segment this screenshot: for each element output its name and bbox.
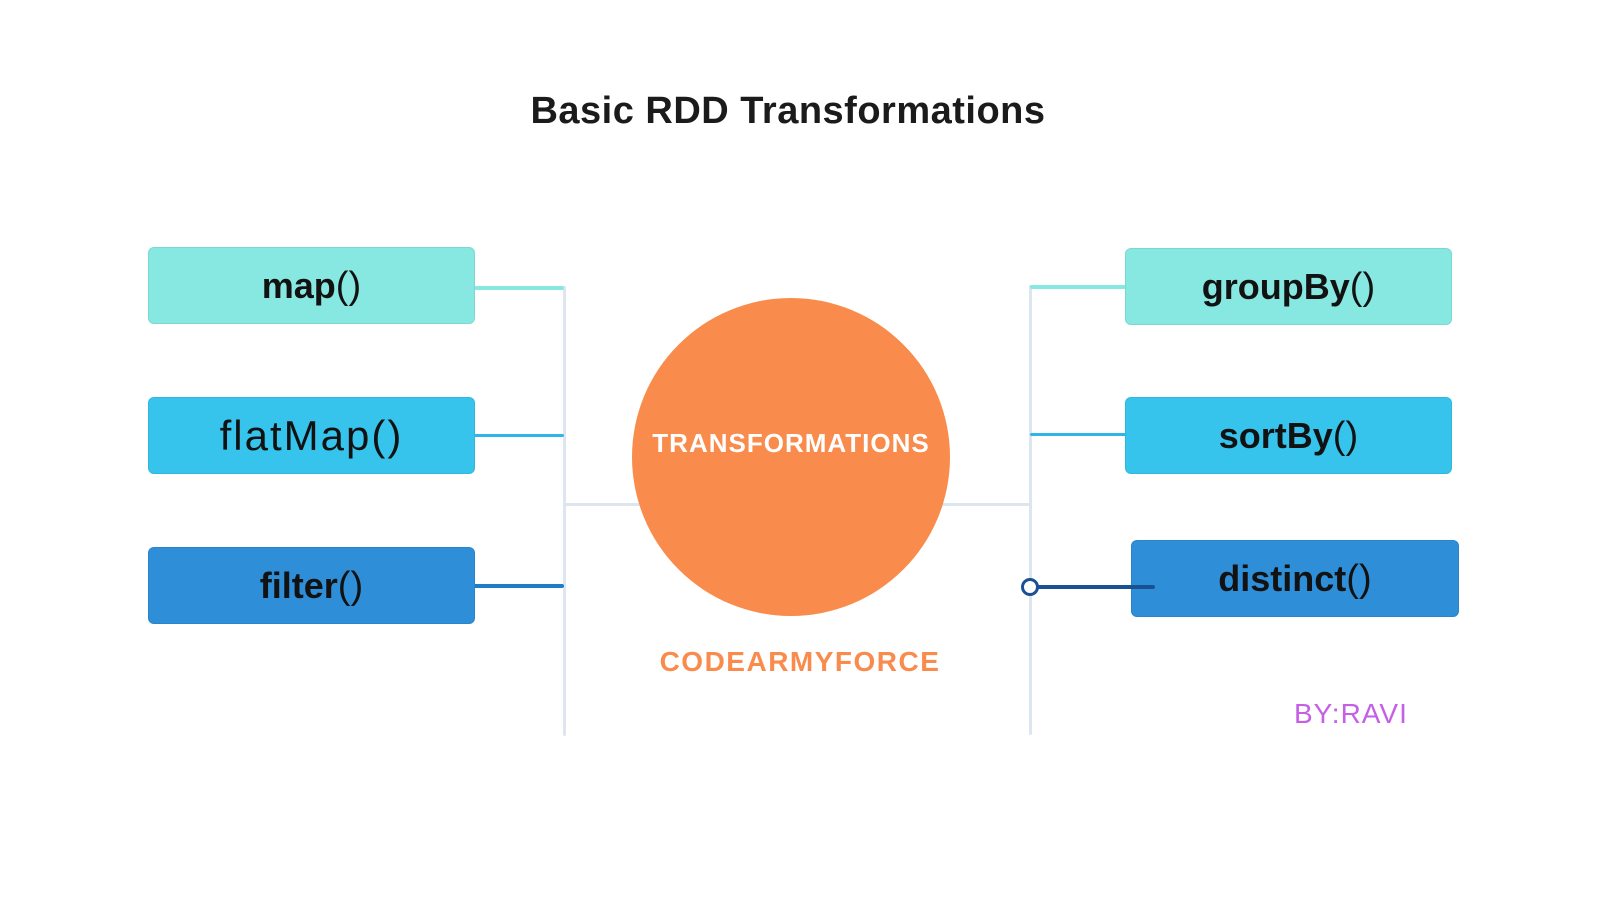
node-flatmap: flatMap() — [148, 397, 475, 474]
connector-distinct — [1037, 585, 1155, 589]
left-vertical-line — [563, 286, 566, 736]
node-distinct: distinct() — [1131, 540, 1459, 617]
node-groupby: groupBy() — [1125, 248, 1452, 325]
node-groupby-parens: () — [1349, 264, 1376, 308]
node-distinct-parens: () — [1346, 556, 1372, 600]
node-groupby-label: groupBy — [1201, 265, 1350, 307]
node-flatmap-label: flatMap — [219, 411, 372, 459]
node-distinct-label: distinct — [1218, 557, 1347, 599]
node-sortby-parens: () — [1332, 413, 1359, 457]
node-flatmap-parens: () — [371, 411, 404, 459]
node-filter-label: filter — [259, 564, 338, 606]
credit-text: BY:RAVI — [1294, 698, 1408, 729]
page-title: Basic RDD Transformations — [530, 90, 1046, 132]
transformations-circle-label: TRANSFORMATIONS — [652, 427, 930, 458]
node-sortby-label: sortBy — [1218, 414, 1333, 456]
right-vertical-line — [1029, 285, 1032, 735]
open-circle-marker — [1021, 578, 1039, 596]
node-map: map() — [148, 247, 475, 324]
node-sortby: sortBy() — [1125, 397, 1452, 474]
node-map-parens: () — [335, 263, 362, 307]
connector-flatmap — [474, 434, 564, 437]
node-filter: filter() — [148, 547, 475, 624]
connector-filter — [472, 584, 564, 588]
node-map-label: map — [261, 264, 336, 306]
brand-text: CODEARMYFORCE — [659, 646, 941, 677]
connector-map — [474, 286, 564, 290]
connector-sortby — [1030, 433, 1126, 436]
connector-groupby — [1030, 285, 1126, 289]
node-filter-parens: () — [337, 563, 364, 607]
transformations-circle: TRANSFORMATIONS — [632, 298, 950, 616]
